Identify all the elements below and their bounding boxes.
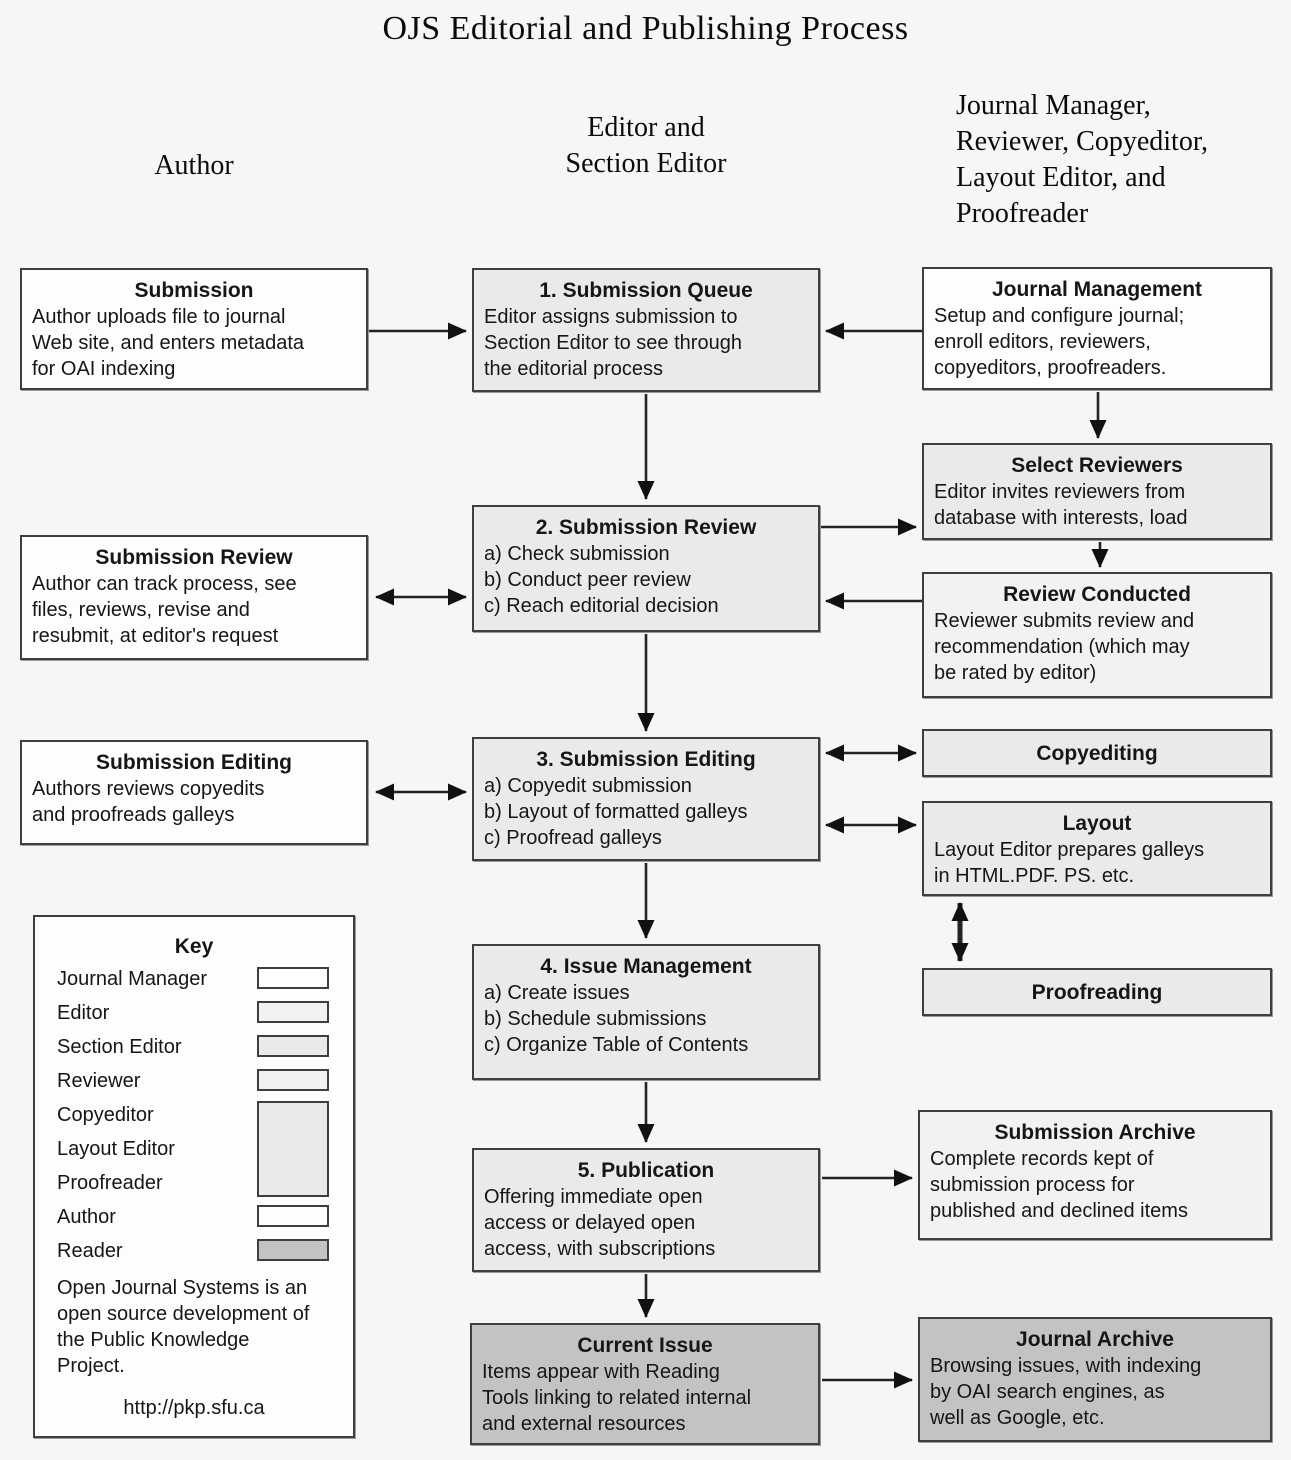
box-body: Editor invites reviewers from database w… xyxy=(934,481,1188,529)
box-body: a) Check submission b) Conduct peer revi… xyxy=(484,543,719,617)
box-submission-editing-author: Submission Editing Authors reviews copye… xyxy=(20,740,368,845)
box-title: Current Issue xyxy=(577,1334,713,1357)
key-legend: Key Journal Manager Editor Section Edito… xyxy=(33,915,355,1438)
column-header-roles: Journal Manager, Reviewer, Copyeditor, L… xyxy=(956,90,1209,229)
box-title: Submission xyxy=(134,279,254,302)
box-title: Review Conducted xyxy=(1003,583,1191,606)
box-title: 3. Submission Editing xyxy=(536,748,756,771)
box-title: 1. Submission Queue xyxy=(539,279,753,302)
key-swatch-journal-manager xyxy=(257,967,329,989)
box-title: Submission Archive xyxy=(994,1121,1196,1144)
key-swatch-reviewer xyxy=(257,1069,329,1091)
key-label-proofreader: Proofreader xyxy=(57,1172,163,1194)
box-body: a) Copyedit submission b) Layout of form… xyxy=(484,775,748,849)
box-copyediting: Copyediting xyxy=(922,729,1272,777)
box-submission-editing: 3. Submission Editing a) Copyedit submis… xyxy=(472,737,820,861)
page-title: OJS Editorial and Publishing Process xyxy=(382,10,909,47)
key-swatch-copyeditor-layout-proofreader xyxy=(257,1101,329,1197)
box-body: Author uploads file to journal Web site,… xyxy=(32,306,305,380)
box-publication: 5. Publication Offering immediate open a… xyxy=(472,1148,820,1272)
box-title: Journal Archive xyxy=(1016,1328,1174,1351)
key-label-copyeditor: Copyeditor xyxy=(57,1104,154,1126)
key-swatch-editor xyxy=(257,1001,329,1023)
box-select-reviewers: Select Reviewers Editor invites reviewer… xyxy=(922,443,1272,540)
box-title: Journal Management xyxy=(991,278,1203,301)
key-label-author: Author xyxy=(57,1206,116,1228)
box-body: Offering immediate open access or delaye… xyxy=(484,1186,716,1260)
box-title: Submission Editing xyxy=(95,751,292,774)
box-body: Author can track process, see files, rev… xyxy=(32,573,297,647)
box-title: Submission Review xyxy=(95,546,293,569)
box-body: Authors reviews copyedits and proofreads… xyxy=(32,778,265,826)
key-title: Key xyxy=(174,935,214,958)
box-current-issue: Current Issue Items appear with Reading … xyxy=(470,1323,820,1445)
key-label-journal-manager: Journal Manager xyxy=(57,968,208,990)
key-label-section-editor: Section Editor xyxy=(57,1036,182,1058)
box-body: Browsing issues, with indexing by OAI se… xyxy=(930,1355,1202,1429)
box-title: 2. Submission Review xyxy=(535,516,757,539)
key-swatch-section-editor xyxy=(257,1035,329,1057)
box-title: Copyediting xyxy=(1036,741,1158,765)
box-submission-review-author: Submission Review Author can track proce… xyxy=(20,535,368,660)
box-submission-review: 2. Submission Review a) Check submission… xyxy=(472,505,820,632)
box-body: Items appear with Reading Tools linking … xyxy=(482,1361,752,1435)
box-body: Layout Editor prepares galleys in HTML.P… xyxy=(934,839,1205,887)
column-header-author: Author xyxy=(154,150,234,181)
box-issue-management: 4. Issue Management a) Create issues b) … xyxy=(472,944,820,1080)
box-title: 5. Publication xyxy=(577,1159,715,1182)
box-title: Proofreading xyxy=(1031,980,1163,1004)
key-url: http://pkp.sfu.ca xyxy=(123,1397,265,1419)
box-proofreading: Proofreading xyxy=(922,968,1272,1016)
box-body: Complete records kept of submission proc… xyxy=(930,1148,1188,1222)
box-journal-management: Journal Management Setup and configure j… xyxy=(922,267,1272,390)
box-submission-archive: Submission Archive Complete records kept… xyxy=(918,1110,1272,1240)
key-label-editor: Editor xyxy=(57,1002,110,1024)
box-body: Reviewer submits review and recommendati… xyxy=(934,610,1195,684)
key-label-reader: Reader xyxy=(57,1240,123,1262)
box-title: Layout xyxy=(1062,812,1132,835)
box-body: Setup and configure journal; enroll edit… xyxy=(934,305,1185,379)
key-label-reviewer: Reviewer xyxy=(57,1070,141,1092)
box-title: Select Reviewers xyxy=(1011,454,1183,477)
key-label-layout-editor: Layout Editor xyxy=(57,1138,175,1160)
box-submission-queue: 1. Submission Queue Editor assigns submi… xyxy=(472,268,820,392)
box-submission: Submission Author uploads file to journa… xyxy=(20,268,368,390)
box-review-conducted: Review Conducted Reviewer submits review… xyxy=(922,572,1272,698)
key-swatch-author xyxy=(257,1205,329,1227)
column-header-editor: Editor and Section Editor xyxy=(565,112,727,179)
box-layout: Layout Layout Editor prepares galleys in… xyxy=(922,801,1272,896)
box-title: 4. Issue Management xyxy=(540,955,752,978)
key-swatch-reader xyxy=(257,1239,329,1261)
box-body: a) Create issues b) Schedule submissions… xyxy=(484,982,749,1056)
key-note: Open Journal Systems is an open source d… xyxy=(57,1277,310,1377)
box-journal-archive: Journal Archive Browsing issues, with in… xyxy=(918,1317,1272,1442)
box-body: Editor assigns submission to Section Edi… xyxy=(484,306,742,380)
